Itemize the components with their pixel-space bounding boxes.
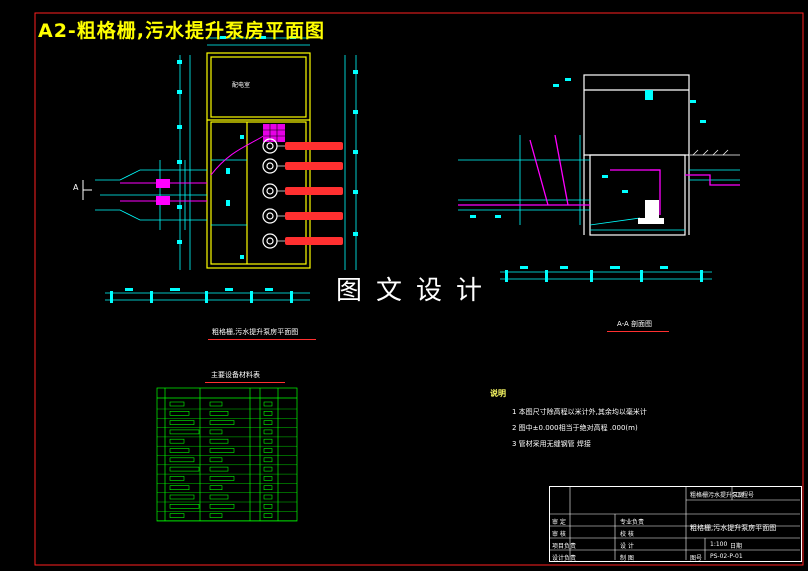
table-caption: 主要设备材料表 xyxy=(211,371,260,379)
tb-row: 审 定 xyxy=(552,519,566,526)
tb-role: 校 核 xyxy=(620,531,634,538)
notes-block: 说明 1 本图尺寸除高程以米计外,其余均以毫米计 2 图中±0.000相当于绝对… xyxy=(490,386,647,452)
plan-caption: 粗格栅,污水提升泵房平面图 xyxy=(212,328,299,336)
pump-group xyxy=(262,138,343,249)
table-caption-underline xyxy=(205,382,285,383)
table-cell-mark xyxy=(169,503,200,509)
title-block: 粗格栅污水提升泵房 工程号 粗格栅,污水提升泵房平面图 审 定 审 核 项目负责… xyxy=(549,486,802,562)
tb-stage: 工程号 xyxy=(736,492,755,499)
title-block-grid xyxy=(549,486,800,560)
table-cell-mark xyxy=(169,448,190,453)
table-cell-mark xyxy=(209,485,223,491)
table-cell-mark xyxy=(209,476,235,481)
note-item: 3 管材采用无缝钢管 焊接 xyxy=(512,440,591,448)
table-cell-mark xyxy=(209,448,235,453)
table-cell-mark xyxy=(263,429,273,435)
tb-role: 专业负责 xyxy=(620,519,645,526)
table-cell-mark xyxy=(263,494,273,500)
table-cell-mark xyxy=(263,448,273,453)
tb-row: 设计负责 xyxy=(552,555,577,562)
room-label: 配电室 xyxy=(232,82,251,89)
tb-row: 审 核 xyxy=(552,531,566,538)
tb-role: 制 图 xyxy=(620,555,634,562)
tb-drawing-no: PS-02-P-01 xyxy=(710,553,743,560)
table-cell-mark xyxy=(209,494,229,500)
table-cell-mark xyxy=(169,485,190,491)
table-cell-mark xyxy=(169,457,195,463)
table-cell-mark xyxy=(263,466,273,472)
table-cell-mark xyxy=(169,410,190,416)
table-cell-mark xyxy=(209,466,229,472)
table-cell-mark xyxy=(209,513,223,518)
tb-row: 项目负责 xyxy=(552,543,577,550)
table-cell-mark xyxy=(263,410,273,416)
table-cell-mark xyxy=(263,476,273,481)
table-cell-mark xyxy=(263,420,273,425)
drawing-title: A2-粗格栅,污水提升泵房平面图 xyxy=(38,20,326,42)
note-item: 2 图中±0.000相当于绝对高程 .000(m) xyxy=(512,424,638,432)
section-view xyxy=(458,74,740,282)
tb-role: 设 计 xyxy=(620,543,634,550)
table-cell-mark xyxy=(209,420,235,425)
section-caption-underline xyxy=(607,331,669,332)
table-cell-mark xyxy=(263,438,273,444)
tb-project: 粗格栅污水提升泵房 xyxy=(690,492,745,499)
table-cell-mark xyxy=(169,513,185,518)
tb-no-label: 图号 xyxy=(690,555,703,562)
table-cell-mark xyxy=(169,494,195,500)
table-cell-mark xyxy=(169,429,200,435)
table-cell-mark xyxy=(169,466,200,472)
section-caption: A-A 剖面图 xyxy=(617,320,653,328)
table-cell-mark xyxy=(263,401,273,407)
tb-scale: 1:100 xyxy=(710,541,728,548)
table-cell-mark xyxy=(209,410,229,416)
table-cell-mark xyxy=(209,438,229,444)
watermark-text: 图文设计 xyxy=(336,276,497,306)
tb-drawing-name: 粗格栅,污水提升泵房平面图 xyxy=(690,524,777,532)
table-cell-mark xyxy=(169,401,185,407)
plan-caption-underline xyxy=(208,339,316,340)
drawing-border xyxy=(34,12,804,566)
table-cell-mark xyxy=(209,503,235,509)
tb-date-label: 日期 xyxy=(730,543,743,550)
table-cell-mark xyxy=(263,457,273,463)
note-item: 1 本图尺寸除高程以米计外,其余均以毫米计 xyxy=(512,408,647,416)
plan-view xyxy=(82,36,358,303)
materials-table-rows xyxy=(157,401,297,521)
section-marker: A xyxy=(73,183,79,192)
table-cell-mark xyxy=(209,401,223,407)
table-cell-mark xyxy=(263,503,273,509)
table-cell-mark xyxy=(169,438,185,444)
table-cell-mark xyxy=(209,429,223,435)
table-cell-mark xyxy=(169,420,195,425)
notes-heading: 说明 xyxy=(490,389,506,398)
table-cell-mark xyxy=(263,485,273,491)
materials-table xyxy=(156,387,298,522)
table-cell-mark xyxy=(209,457,223,463)
table-cell-mark xyxy=(169,476,185,481)
table-cell-mark xyxy=(263,513,273,518)
